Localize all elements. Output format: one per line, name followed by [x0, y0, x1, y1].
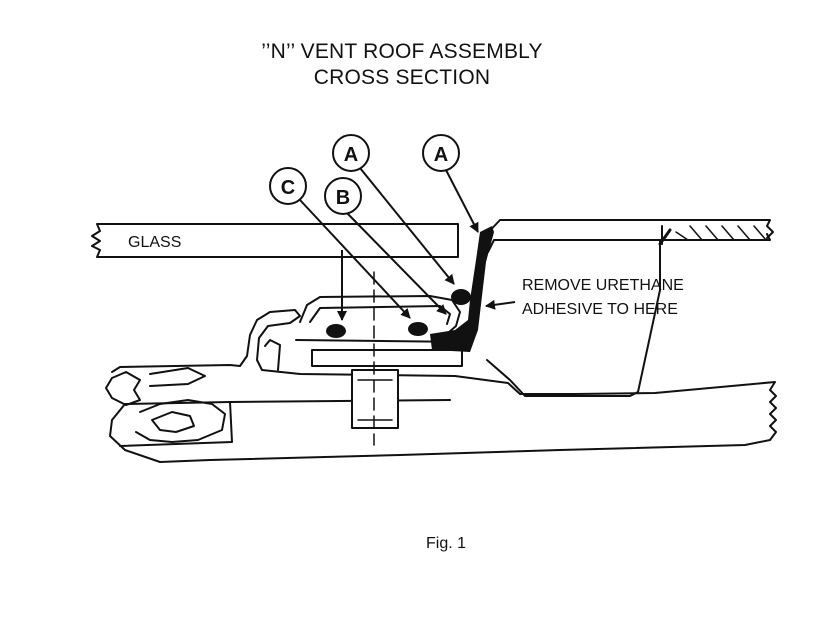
callout-label-c: C [281, 177, 295, 199]
callout-circle-a1 [332, 134, 370, 172]
diagram-title-line-1: ’’N’’ VENT ROOF ASSEMBLY [261, 40, 543, 63]
leader-arrows [299, 167, 516, 321]
glass-label: GLASS [128, 234, 181, 251]
remove-urethane-label-line-2: ADHESIVE TO HERE [522, 301, 678, 318]
roof-panel [482, 219, 774, 397]
remove-urethane-label-line-1: REMOVE URETHANE [522, 277, 684, 294]
figure-caption: Fig. 1 [426, 535, 466, 552]
callout-circle-b [324, 177, 362, 215]
diagram-title-line-2: CROSS SECTION [313, 66, 491, 89]
bolt-fastener [311, 271, 463, 446]
callout-label-b: B [336, 187, 350, 209]
callout-circle-c [269, 167, 307, 205]
callout-label-a1: A [344, 144, 358, 166]
urethane-adhesive [326, 226, 494, 352]
callout-circle-a2 [422, 134, 460, 172]
callout-label-a2: A [434, 144, 448, 166]
